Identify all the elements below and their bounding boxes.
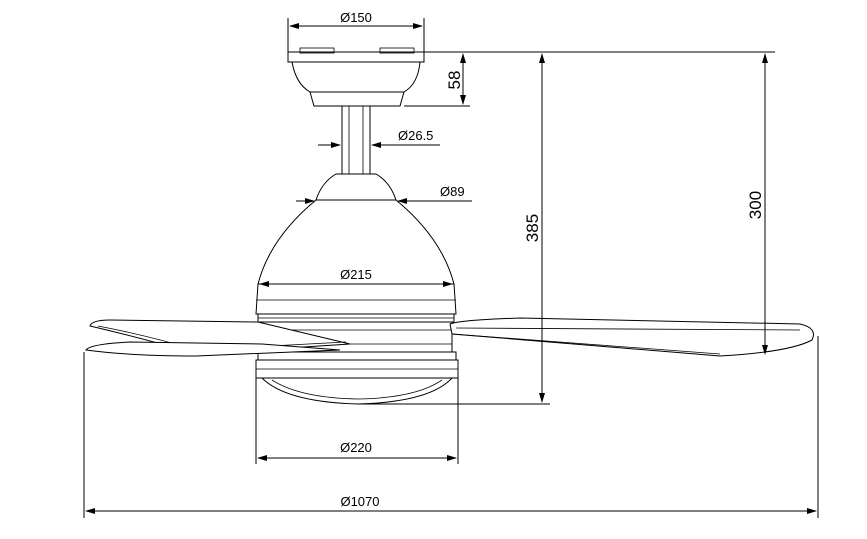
fan-body [85,47,814,405]
downrod [341,105,371,175]
motor-housing-diameter-label: Ø215 [340,267,372,282]
light-kit [255,351,459,405]
left-blade [85,319,351,357]
blade-span-label: Ø1070 [340,494,379,509]
dim-motor-top-diameter: Ø89 [296,184,472,204]
dim-ceiling-to-blade: 300 [746,53,768,355]
motor-housing [255,199,457,323]
ceiling-to-blade-label: 300 [746,191,765,219]
canopy-height-label: 58 [445,71,464,90]
dim-blade-span: Ø1070 [83,336,819,518]
overall-height-label: 385 [523,214,542,242]
dim-downrod-diameter: Ø26.5 [318,128,440,148]
dim-motor-housing-diameter: Ø215 [259,267,453,287]
dim-light-diameter: Ø220 [255,378,459,464]
canopy-diameter-label: Ø150 [340,10,372,25]
motor-cap [315,173,397,201]
right-blade [449,317,814,357]
dim-overall-height: 385 [358,51,775,405]
canopy [287,47,425,107]
light-diameter-label: Ø220 [340,440,372,455]
dim-canopy-diameter: Ø150 [287,10,425,52]
motor-top-diameter-label: Ø89 [440,184,465,199]
downrod-diameter-label: Ø26.5 [398,128,433,143]
